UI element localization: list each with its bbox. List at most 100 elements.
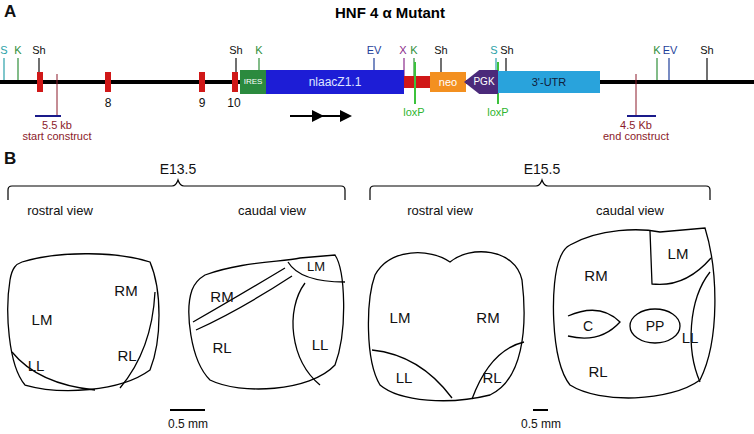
lobe-label: RL <box>212 340 231 355</box>
utr-box: 3'-UTR <box>498 71 600 93</box>
lobe-label: LM <box>668 246 689 261</box>
box-label: IRES <box>244 78 263 86</box>
red-segment <box>404 76 430 88</box>
scale-bar <box>533 409 548 411</box>
construct-marker <box>57 74 58 116</box>
site-name: Sh <box>434 45 447 56</box>
scale-text: 0.5 mm <box>168 418 208 430</box>
site-tick <box>17 58 18 80</box>
scale-bar <box>170 409 205 411</box>
exon <box>199 72 205 92</box>
neo-box: neo <box>430 72 466 92</box>
box-label: nlaacZ1.1 <box>309 76 362 88</box>
view-label: rostral view <box>27 204 93 217</box>
lobe-border <box>472 342 524 399</box>
construct-bar <box>35 115 61 117</box>
bracket <box>8 180 345 200</box>
ires-box: IRES <box>240 70 266 94</box>
papillary-outline <box>630 309 680 343</box>
construct-note: end construct <box>603 131 669 142</box>
view-label: caudal view <box>238 204 306 217</box>
exon <box>105 72 111 92</box>
box-label: 3'-UTR <box>532 77 567 88</box>
site-name: K <box>14 45 21 56</box>
view-label: rostral view <box>407 204 473 217</box>
lobe-outline <box>8 254 159 391</box>
lobe-border <box>650 231 711 284</box>
bracket <box>370 180 710 200</box>
lobe-label: RL <box>117 348 136 363</box>
liver-outlines <box>8 228 715 401</box>
lobe-border <box>293 283 320 385</box>
exon <box>37 72 43 92</box>
lobe-border <box>691 272 710 382</box>
site-name: K <box>410 45 417 56</box>
site-name: Sh <box>700 45 713 56</box>
lobe-label: RM <box>210 289 233 304</box>
view-label: caudal view <box>596 204 664 217</box>
lobe-label: RM <box>584 268 607 283</box>
construct-note: start construct <box>22 131 91 142</box>
lobe-label: C <box>583 319 593 333</box>
lobe-border <box>120 292 155 388</box>
lobe-border <box>193 268 285 322</box>
arrow-head <box>340 110 352 122</box>
stage-label: E15.5 <box>524 162 561 176</box>
lobe-label: RL <box>588 364 607 379</box>
box-label: PGK <box>473 77 494 87</box>
lobe-label: LM <box>307 260 325 273</box>
pgk-promoter: PGK <box>464 70 498 94</box>
lobe-label: LL <box>682 330 699 345</box>
lacz-box: nlaacZ1.1 <box>266 70 404 94</box>
construct-note: 5.5 kb <box>42 120 72 131</box>
lobe-label: LL <box>312 337 329 352</box>
loxp-label: loxP <box>403 107 424 118</box>
arrow-head <box>312 110 324 122</box>
panel-letter: A <box>4 3 16 20</box>
lobe-outline <box>368 252 524 401</box>
lobe-outline <box>189 255 344 389</box>
lobe-border <box>372 350 452 398</box>
site-name: Sh <box>229 45 242 56</box>
panel-letter: B <box>4 150 16 167</box>
box-label: neo <box>439 77 457 88</box>
caudate-outline <box>568 310 620 338</box>
site-tick <box>3 58 4 80</box>
construct-note: 4.5 Kb <box>620 120 652 131</box>
stage-label: E13.5 <box>160 162 197 176</box>
lobe-label: LL <box>28 358 45 373</box>
lobe-label: RM <box>114 283 137 298</box>
site-name: S <box>0 45 7 56</box>
figure-title: HNF 4 α Mutant <box>335 5 445 20</box>
exon <box>232 72 238 92</box>
lobe-label: RM <box>476 310 499 325</box>
site-name: EV <box>663 45 678 56</box>
lobe-label: LM <box>390 310 411 325</box>
site-name: EV <box>367 45 382 56</box>
site-name: Sh <box>32 45 45 56</box>
loxp-line <box>414 62 416 104</box>
site-tick <box>656 58 657 80</box>
exon-number: 9 <box>199 97 206 109</box>
exon-number: 10 <box>227 97 240 109</box>
lobe-label: PP <box>646 319 665 333</box>
lobe-label: LM <box>32 312 53 327</box>
lobe-outline <box>553 228 714 398</box>
lobe-border <box>12 352 95 390</box>
construct-marker <box>636 74 637 116</box>
lobe-label: LL <box>396 370 413 385</box>
scale-text: 0.5 mm <box>521 418 561 430</box>
site-tick <box>706 58 707 80</box>
construct-bar <box>627 115 656 117</box>
lobe-border <box>196 276 292 330</box>
site-name: K <box>255 45 262 56</box>
exon-number: 8 <box>105 97 112 109</box>
pgk-arrow <box>464 70 498 94</box>
site-name: S <box>490 45 497 56</box>
site-tick <box>668 58 669 80</box>
lobe-label: RL <box>482 370 501 385</box>
site-name: Sh <box>500 45 513 56</box>
site-name: X <box>399 45 406 56</box>
loxp-label: loxP <box>487 107 508 118</box>
